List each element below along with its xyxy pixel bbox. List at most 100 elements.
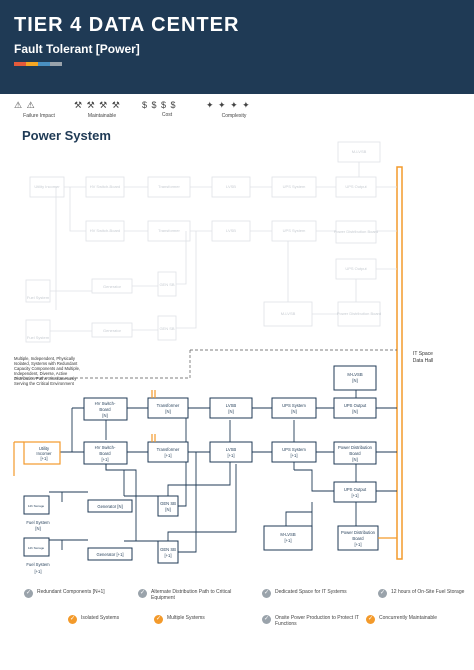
box-label: LVSB	[226, 447, 237, 452]
box-label: Board	[99, 451, 111, 456]
box-label: M-LVSB	[347, 372, 362, 377]
hv-n-box	[83, 397, 128, 421]
legend-failure-impact: ⚠ ⚠ Failure Impact	[14, 100, 64, 119]
footer-text: Isolated Systems	[81, 615, 120, 621]
faded-label: UPS Output	[345, 184, 367, 189]
faded-label: M-LVSB	[352, 149, 367, 154]
faded-labels: M-LVSB Utility Incomer HV Switch-Board T…	[27, 149, 381, 340]
box-label: Transformer	[157, 403, 180, 408]
box-label: UPS Output	[344, 487, 367, 492]
m-lvsb-n-box	[333, 365, 377, 391]
box-label: [N]	[352, 457, 357, 462]
tank-label: 12h Storage	[28, 504, 45, 508]
footer-text: Redundant Components [N+1]	[37, 589, 105, 595]
faded-label: UPS System	[283, 184, 306, 189]
box-label: Utility	[39, 446, 50, 451]
wrench-icon: ⚒ ⚒ ⚒ ⚒	[74, 100, 121, 110]
transformer-n-box	[147, 397, 189, 419]
lvsb-n-box	[209, 397, 253, 419]
footer-item: ✓ Concurrently Maintainable	[366, 615, 466, 624]
faded-pdb2	[337, 301, 381, 327]
dashed-separator	[14, 349, 397, 379]
box-label: [+1]	[290, 453, 297, 458]
gen-sb-1-box	[157, 540, 179, 564]
orange-paths	[13, 390, 397, 539]
stripe-grey	[50, 62, 62, 66]
faded-label: Transformer	[158, 228, 180, 233]
box-label: Power Distribution	[338, 445, 373, 450]
box-label: Power Distribution	[341, 530, 376, 535]
header-banner: TIER 4 DATA CENTER Fault Tolerant [Power…	[0, 0, 474, 94]
legend-label: Maintainable	[87, 113, 117, 119]
footer-text: Onsite Power Production to Protect IT Fu…	[275, 615, 359, 627]
ups-output-n-box	[333, 397, 377, 419]
check-icon: ✓	[262, 615, 271, 624]
faded-label: Fuel System	[27, 335, 50, 340]
bulb-icon: ✦ ✦ ✦ ✦	[206, 100, 251, 110]
annotation-text: Multiple, Independent, Physically Isolat…	[14, 356, 81, 386]
ups-n-box	[271, 397, 317, 419]
box-label: [+1]	[284, 538, 291, 543]
footer-item: ✓ Redundant Components [N+1]	[24, 589, 134, 598]
box-label: Board	[349, 451, 361, 456]
check-icon: ✓	[68, 615, 77, 624]
box-label: [+1]	[164, 453, 171, 458]
faded-label: Power Distribution Board	[334, 229, 378, 234]
faded-label: Utility Incomer	[34, 184, 60, 189]
footer-item: ✓ Onsite Power Production to Protect IT …	[262, 615, 372, 627]
box-label: Generator [+1]	[96, 552, 123, 557]
hv-1-box	[83, 441, 128, 465]
footer-item: ✓ Alternate Distribution Path to Critica…	[138, 589, 248, 601]
fuel-1-label: [+1]	[34, 569, 41, 574]
box-label: HV Switch-	[95, 445, 116, 450]
box-label: [+1]	[101, 457, 108, 462]
box-label: UPS Output	[344, 403, 367, 408]
check-icon: ✓	[366, 615, 375, 624]
legend-label: Complexity	[221, 113, 247, 119]
generator-n-box	[87, 499, 133, 513]
faded-label: Power Distribution Board	[337, 311, 381, 316]
box-label: GEN SB	[160, 501, 176, 506]
footer-text: Concurrently Maintainable	[379, 615, 438, 621]
active-boxes: M-LVSB [N] HV Switch- Board [N] Transfor…	[23, 365, 379, 574]
page-subtitle: Fault Tolerant [Power]	[14, 42, 140, 56]
check-icon: ✓	[262, 589, 271, 598]
footer-text: Dedicated Space for IT Systems	[275, 589, 347, 595]
faded-label: Generator	[103, 284, 122, 289]
fuel-n-tank	[23, 495, 50, 515]
box-label: UPS System	[282, 447, 306, 452]
box-label: [N]	[228, 409, 233, 414]
box-label: Incomer	[36, 451, 52, 456]
box-label: LVSB	[226, 403, 237, 408]
check-icon: ✓	[24, 589, 33, 598]
faded-label: Transformer	[158, 184, 180, 189]
stripe-blue	[38, 62, 50, 66]
box-label: [+1]	[351, 493, 358, 498]
box-label: [N]	[291, 409, 296, 414]
box-label: [+1]	[164, 553, 171, 558]
faded-label: HV Switch-Board	[90, 184, 120, 189]
stripe-red	[14, 62, 26, 66]
it-space-bar	[396, 166, 403, 560]
legend-maintainable: ⚒ ⚒ ⚒ ⚒ Maintainable	[74, 100, 130, 119]
faded-m-lvsb2	[263, 301, 313, 327]
section-title: Power System	[22, 128, 111, 143]
box-label: [+1]	[40, 456, 47, 461]
annotation: Multiple, Independent, Physically Isolat…	[14, 356, 81, 386]
box-label: HV Switch-	[95, 401, 116, 406]
box-label: GEN SB	[160, 547, 176, 552]
it-space-label: IT Space	[413, 351, 433, 357]
faded-lines	[50, 162, 397, 332]
gen-sb-n-box	[157, 495, 179, 517]
it-space-label-2: Data Hall	[413, 358, 434, 364]
box-label: [N]	[352, 409, 357, 414]
page-title: TIER 4 DATA CENTER	[14, 14, 240, 36]
box-label: Generator [N]	[97, 504, 122, 509]
box-label: M-LVSB	[280, 532, 295, 537]
transformer-1-box	[147, 441, 189, 463]
dollar-icon: $ $ $ $	[142, 100, 177, 110]
legend-label: Cost	[161, 112, 173, 118]
utility-box	[23, 441, 61, 465]
box-label: Transformer	[157, 447, 180, 452]
warning-icon: ⚠ ⚠	[14, 100, 36, 110]
